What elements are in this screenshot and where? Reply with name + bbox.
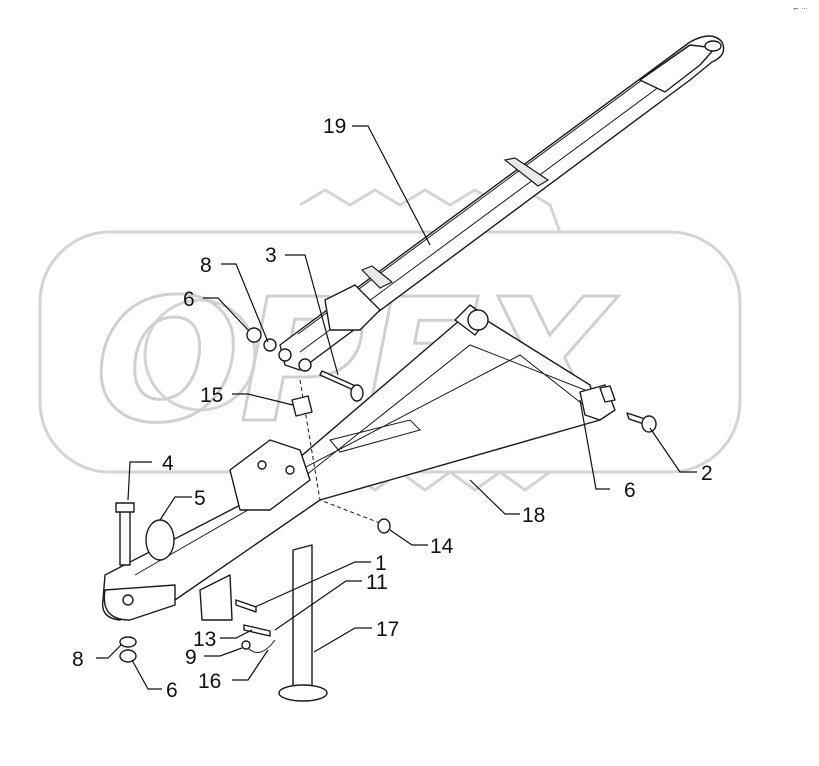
callout-18: 18: [522, 504, 545, 527]
callout-11: 11: [366, 571, 388, 594]
callout-9: 9: [185, 646, 197, 669]
callout-17: 17: [376, 618, 399, 641]
callout-8-upper: 8: [200, 254, 212, 277]
callout-6-right: 6: [624, 479, 636, 502]
callout-16: 16: [198, 670, 221, 693]
callout-3: 3: [265, 244, 277, 267]
small-parts: [115, 327, 657, 702]
callout-14: 14: [430, 535, 454, 558]
callout-4: 4: [162, 452, 174, 475]
callout-labels: 19 3 8 6 15 4 5 2 6 18 14 1 11 17 13 9 1…: [72, 115, 713, 702]
callout-6-lower: 6: [166, 679, 178, 702]
callout-15: 15: [200, 384, 223, 407]
callout-2: 2: [701, 462, 713, 485]
callout-1: 1: [375, 552, 387, 575]
part-18-a-frame: [101, 304, 616, 621]
callout-5: 5: [194, 487, 206, 510]
callout-6-upper: 6: [183, 288, 195, 311]
callout-8-lower: 8: [72, 648, 84, 671]
leader-lines: [96, 125, 697, 690]
callout-13: 13: [193, 628, 216, 651]
part-19-drawbar-arm: [278, 35, 725, 372]
callout-19: 19: [323, 115, 346, 138]
corner-mark: ⌐ ···: [793, 5, 808, 13]
